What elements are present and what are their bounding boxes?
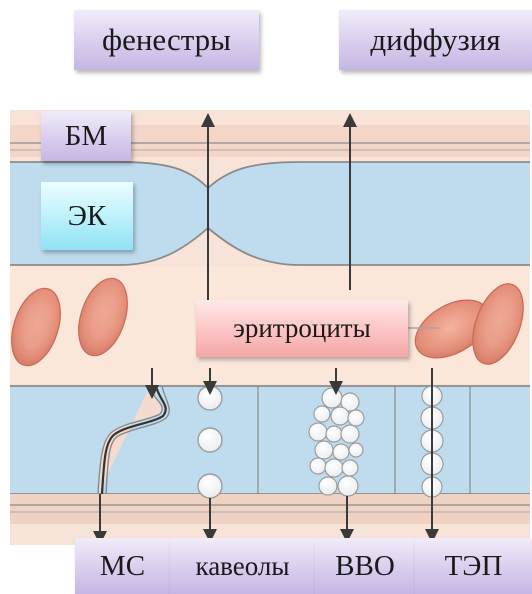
label-erythrocytes: эритроциты — [196, 300, 408, 357]
label-diffusion: диффузия — [339, 10, 532, 70]
caveolae-vesicles — [198, 386, 222, 498]
lower-vessel-wall — [10, 386, 530, 524]
label-ek: ЭК — [41, 182, 133, 250]
label-caveolae: кавеолы — [170, 538, 315, 594]
label-fenestry: фенестры — [74, 10, 259, 70]
label-vvo: ВВО — [315, 538, 415, 594]
label-ms: МС — [75, 538, 170, 594]
label-tep: ТЭП — [415, 538, 532, 594]
label-bm: БМ — [41, 111, 131, 161]
